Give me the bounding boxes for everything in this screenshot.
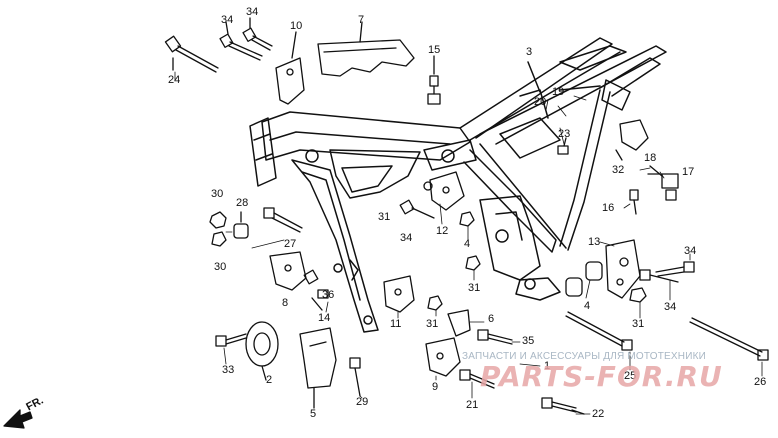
callout-1: 1 xyxy=(544,360,551,372)
callout-16: 16 xyxy=(602,202,615,214)
main-frame-3 xyxy=(249,37,667,333)
callout-24: 24 xyxy=(168,74,181,86)
bolt-24 xyxy=(164,35,219,73)
bracket-12 xyxy=(423,171,465,211)
callout-30-lower: 30 xyxy=(214,261,227,273)
switch-17-18 xyxy=(647,165,679,201)
callout-34-top: 34 xyxy=(246,6,259,18)
callout-22: 22 xyxy=(592,408,605,420)
callout-13: 13 xyxy=(588,236,601,248)
nut-4-upper xyxy=(459,211,475,227)
callout-17: 17 xyxy=(682,166,695,178)
callout-31-right: 31 xyxy=(632,318,645,330)
callout-5: 5 xyxy=(310,408,317,420)
callout-12: 12 xyxy=(436,225,449,237)
callout-11: 11 xyxy=(390,318,402,330)
callout-35: 35 xyxy=(522,335,535,347)
callout-27: 27 xyxy=(284,238,297,250)
bolt-36-14 xyxy=(303,269,329,311)
mount-2 xyxy=(245,321,279,381)
callout-36: 36 xyxy=(322,289,335,301)
nut-31-right xyxy=(629,287,647,303)
bracket-6 xyxy=(447,309,471,337)
callout-34-center: 34 xyxy=(400,232,413,244)
bracket-11 xyxy=(383,275,415,313)
callout-34-top-left: 34 xyxy=(221,14,234,26)
callout-2: 2 xyxy=(266,374,273,386)
callout-9: 9 xyxy=(432,381,439,393)
nut-30-upper xyxy=(209,211,227,247)
callout-4-upper: 4 xyxy=(464,238,471,250)
callout-6: 6 xyxy=(488,313,495,325)
callout-21: 21 xyxy=(466,399,479,411)
nut-31-bottom xyxy=(427,295,443,311)
bolt-33 xyxy=(215,333,247,347)
bracket-8 xyxy=(269,251,307,291)
bolt-15 xyxy=(427,55,441,105)
callout-29: 29 xyxy=(356,396,369,408)
bolt-31-left xyxy=(399,199,435,219)
callout-20: 20 xyxy=(534,96,547,108)
leader-lines xyxy=(174,71,763,415)
callout-23: 23 xyxy=(558,128,571,140)
callout-30-upper: 30 xyxy=(211,188,224,200)
callout-32: 32 xyxy=(612,164,625,176)
bolt-21 xyxy=(459,369,495,389)
cover-7 xyxy=(317,21,415,77)
watermark-logo: PARTS-FOR.RU xyxy=(480,360,723,393)
bracket-5 xyxy=(299,327,337,409)
callout-34-right-lower: 34 xyxy=(664,301,677,313)
callout-4-lower: 4 xyxy=(584,300,591,312)
collar-28 xyxy=(233,211,249,239)
bracket-32 xyxy=(615,119,649,161)
callout-31-bottom: 31 xyxy=(426,318,439,330)
bracket-10 xyxy=(275,31,305,105)
callout-31-center: 31 xyxy=(468,282,481,294)
bolts-34-right xyxy=(639,261,695,283)
callout-7: 7 xyxy=(358,14,365,26)
callout-28: 28 xyxy=(236,197,249,209)
bolt-25 xyxy=(565,311,633,351)
bolt-26 xyxy=(689,317,769,361)
bolt-16 xyxy=(629,189,639,215)
bolt-35 xyxy=(477,329,513,345)
callout-8: 8 xyxy=(282,297,289,309)
callout-15: 15 xyxy=(428,44,441,56)
bolt-29 xyxy=(349,357,361,397)
callout-26: 26 xyxy=(754,376,767,388)
callout-14: 14 xyxy=(318,312,331,324)
callout-33: 33 xyxy=(222,364,235,376)
front-direction-arrow xyxy=(3,409,33,429)
callout-18: 18 xyxy=(644,152,657,164)
bolt-27 xyxy=(263,207,303,233)
callout-3: 3 xyxy=(526,46,533,58)
callout-10: 10 xyxy=(290,20,303,32)
nut-31-center xyxy=(465,255,481,271)
bracket-13 xyxy=(605,239,641,299)
callout-25: 25 xyxy=(624,370,637,382)
callout-34-right-upper: 34 xyxy=(684,245,697,257)
callout-31-left: 31 xyxy=(378,211,391,223)
watermark-tagline: ЗАПЧАСТИ И АКСЕССУАРЫ ДЛЯ МОТОТЕХНИКИ xyxy=(462,351,707,362)
bracket-9 xyxy=(425,337,461,377)
bolt-34-pair-top xyxy=(219,17,273,61)
rubber-4-lower xyxy=(565,261,603,297)
bolt-23 xyxy=(557,137,569,155)
bolt-22 xyxy=(541,397,585,415)
callout-19: 19 xyxy=(552,86,565,98)
